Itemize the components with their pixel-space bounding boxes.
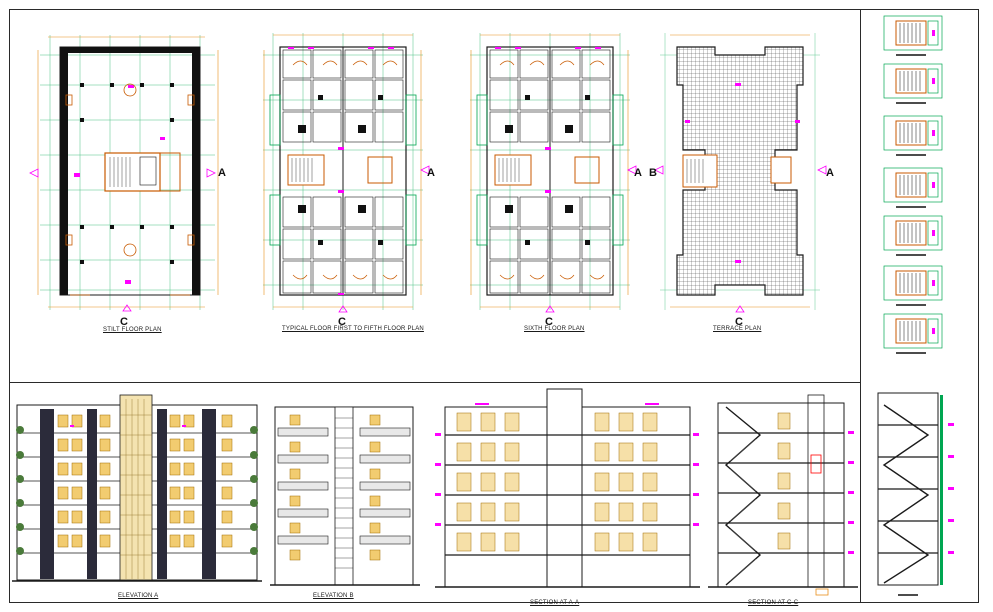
elevation-a-drawing <box>12 394 262 582</box>
stilt-plan-title: STILT FLOOR PLAN <box>103 327 162 333</box>
sheet-border-bottom <box>9 602 979 603</box>
section-cc-drawing <box>708 394 858 596</box>
typical-floor-plan <box>263 33 430 313</box>
terrace-section-b-marker: B <box>649 167 657 179</box>
sixth-plan-title: SIXTH FLOOR PLAN <box>524 326 585 332</box>
stilt-section-c-marker: C <box>120 316 128 328</box>
stilt-floor-plan <box>29 35 219 312</box>
sheet-divider-horizontal <box>9 382 860 383</box>
section-cc-title: SECTION AT C-C <box>748 600 799 606</box>
sixth-section-a-marker: A <box>634 167 642 179</box>
section-aa-title: SECTION AT A-A <box>530 600 580 606</box>
sheet-border-right <box>978 9 979 603</box>
elevation-a-title: ELEVATION A <box>118 593 159 599</box>
typical-plan-title: TYPICAL FLOOR FIRST TO FIFTH FLOOR PLAN <box>282 326 424 332</box>
elevation-b-title: ELEVATION B <box>313 593 354 599</box>
elevation-b-drawing <box>270 406 420 586</box>
sheet-divider-vertical <box>860 9 861 603</box>
sheet-border-left <box>9 9 10 603</box>
terrace-plan-title: TERRACE PLAN <box>713 326 762 332</box>
stair-detail-plans <box>883 15 943 354</box>
typical-section-c-marker: C <box>338 316 346 328</box>
sixth-floor-plan <box>470 33 637 313</box>
section-aa-drawing <box>435 388 700 588</box>
sixth-section-c-marker: C <box>545 316 553 328</box>
terrace-section-c-marker: C <box>735 316 743 328</box>
stair-section-detail <box>877 392 954 596</box>
sheet-border-top <box>9 9 979 10</box>
stilt-section-a-marker: A <box>218 167 226 179</box>
terrace-plan <box>654 33 827 313</box>
terrace-section-a-marker: A <box>826 167 834 179</box>
typical-section-a-marker: A <box>427 167 435 179</box>
